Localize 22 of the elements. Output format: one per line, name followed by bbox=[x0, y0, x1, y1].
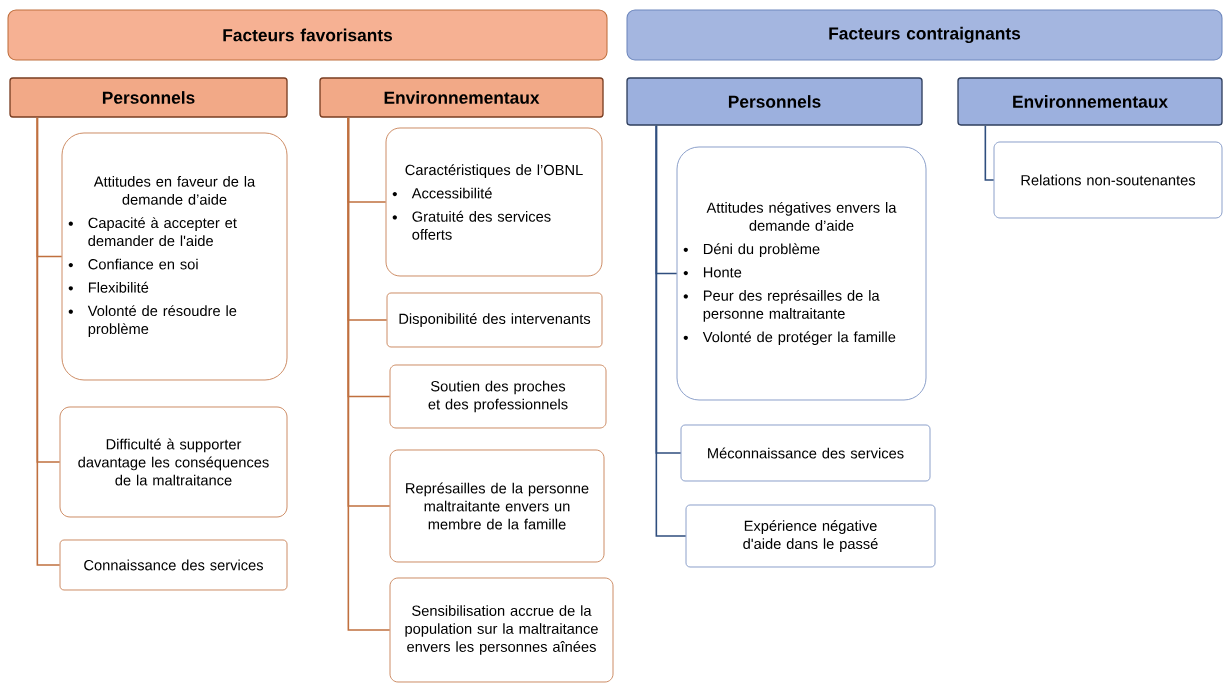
connector-line bbox=[347, 116, 391, 631]
group-header: Personnels bbox=[626, 77, 923, 126]
factor-box: Sensibilisation accrue de la population sur la maltraitance envers les personnes aînées bbox=[389, 577, 614, 683]
factor-box: Expérience négative d'aide dans le passé bbox=[685, 504, 936, 568]
group-header: Personnels bbox=[9, 77, 288, 118]
group-header: Environnementaux bbox=[957, 77, 1223, 126]
factor-box: Connaissance des services bbox=[59, 539, 288, 591]
factor-box: Relations non-soutenantes bbox=[993, 141, 1223, 219]
connector-line bbox=[36, 116, 61, 566]
factor-box: Soutien des proches et des professionnels bbox=[389, 364, 607, 429]
connector-line bbox=[655, 124, 687, 537]
connector-line bbox=[984, 124, 995, 181]
factor-list-box: Attitudes négatives envers la demande d’aide Déni du problème Honte Peur des représailles de la personne maltraitante Volonté de protéger la famille bbox=[676, 146, 927, 401]
factor-box: Disponibilité des intervenants bbox=[386, 292, 603, 348]
factor-list-box: Caractéristiques de l’OBNL Accessibilité Gratuité des services offerts bbox=[385, 127, 603, 277]
factor-box: Représailles de la personne maltraitante envers un membre de la famille bbox=[389, 449, 605, 563]
factor-box: Difficulté à supporter davantage les conséquences de la maltraitance bbox=[59, 406, 288, 518]
category-banner: Facteurs contraignants bbox=[626, 9, 1223, 61]
category-banner: Facteurs favorisants bbox=[7, 9, 608, 61]
factor-box: Méconnaissance des services bbox=[680, 424, 931, 482]
factor-list-box: Attitudes en faveur de la demande d’aide Capacité à accepter et demander de l'aide Confiance en soi Flexibilité Volonté de résoudre le problème bbox=[61, 132, 288, 381]
group-header: Environnementaux bbox=[319, 77, 604, 118]
